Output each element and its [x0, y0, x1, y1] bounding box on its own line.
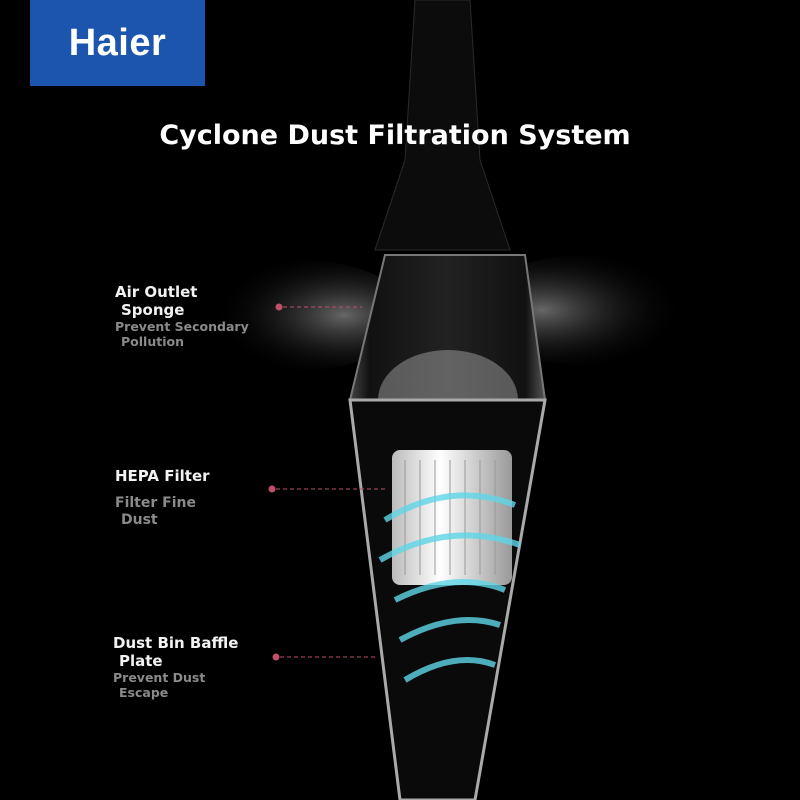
filter-pleats — [404, 460, 496, 575]
callout-baffle: Dust Bin Baffle Plate Prevent Dust Escap… — [113, 634, 238, 700]
callout-heading: Plate — [119, 652, 163, 670]
hepa-filter — [392, 450, 512, 585]
callout-hepa: HEPA Filter Filter Fine Dust — [115, 467, 210, 529]
callout-heading: Air Outlet — [115, 283, 198, 301]
handle — [374, 0, 511, 251]
marker-dot — [268, 485, 276, 493]
callout-desc: Escape — [119, 685, 169, 700]
page-title: Cyclone Dust Filtration System — [159, 120, 631, 151]
callout-heading: Sponge — [121, 301, 185, 319]
callout-heading: HEPA Filter — [115, 467, 210, 485]
marker-dot — [275, 303, 283, 311]
marker-dot — [272, 653, 280, 661]
airflow-left — [190, 260, 410, 370]
callout-desc: Dust — [121, 512, 158, 528]
callout-heading: Dust Bin Baffle — [113, 634, 239, 652]
callout-desc: Prevent Dust — [113, 670, 206, 685]
cyclone-swirl — [378, 492, 522, 683]
callout-air-outlet: Air Outlet Sponge Prevent Secondary Poll… — [115, 283, 249, 349]
leader-lines — [276, 306, 385, 658]
callout-desc: Prevent Secondary — [115, 319, 249, 334]
callout-desc: Filter Fine — [115, 495, 196, 511]
callout-desc: Pollution — [121, 334, 184, 349]
haier-logo: Haier — [30, 0, 205, 86]
logo-text: Haier — [68, 21, 167, 64]
